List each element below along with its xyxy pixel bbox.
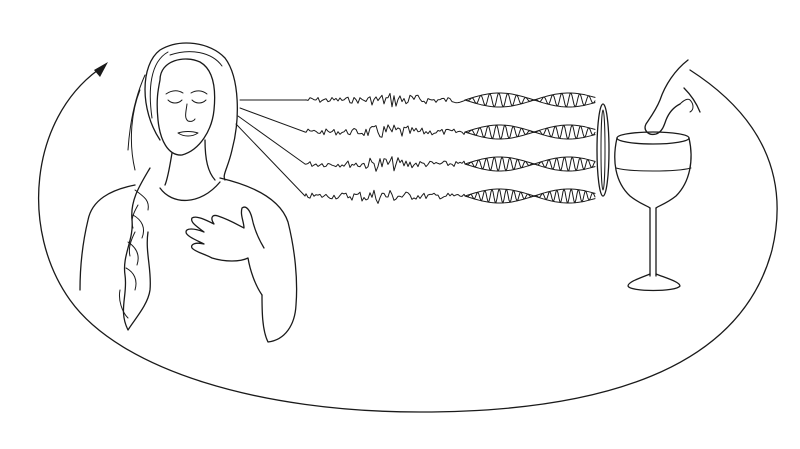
- arrowhead-icon: [94, 62, 108, 77]
- resonance-lens: [596, 103, 610, 197]
- left-eye-closed: [167, 99, 183, 104]
- face: [156, 58, 216, 156]
- brainwave-signals: [304, 92, 596, 204]
- nose: [185, 103, 196, 122]
- envelope-1-lower: [464, 99, 596, 108]
- right-eye-closed: [191, 99, 207, 104]
- neckline: [159, 181, 221, 202]
- envelope-2-upper: [464, 124, 596, 133]
- finger-icon: [644, 59, 701, 136]
- signal-wave-3: [304, 156, 596, 172]
- torso-left: [79, 184, 136, 291]
- hair-outline: [144, 42, 238, 181]
- signal-wave-4: [304, 188, 596, 204]
- envelope-3-lower: [464, 163, 596, 172]
- envelope-4-upper: [464, 188, 596, 197]
- envelope-2-lower: [464, 131, 596, 140]
- wave-envelopes: [464, 92, 596, 204]
- braid: [122, 167, 152, 331]
- woman-figure: [79, 42, 298, 343]
- torso-right: [219, 177, 298, 343]
- cycle-loop: [37, 69, 778, 413]
- envelope-4-lower: [464, 195, 596, 204]
- envelope-3-upper: [464, 156, 596, 165]
- envelope-1-upper: [464, 92, 596, 101]
- mouth: [177, 131, 199, 137]
- wine-glass-icon: [614, 131, 692, 292]
- brainwave-connectors: [235, 99, 306, 197]
- hand-on-chest: [185, 206, 265, 296]
